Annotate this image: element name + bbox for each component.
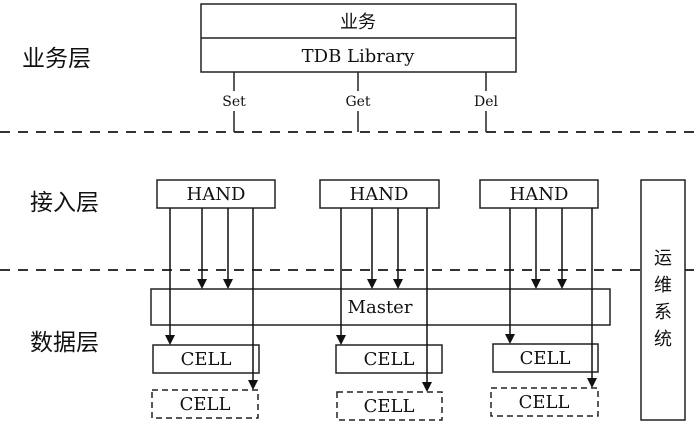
- cell-box-2: [335, 344, 443, 374]
- ops-system-char-3: 系: [654, 302, 672, 323]
- op-get-label: Get: [345, 94, 370, 110]
- hand-box-3: [479, 179, 599, 209]
- ops-system-char-2: 维: [654, 275, 672, 296]
- replica-cell-label-3: CELL: [519, 392, 570, 413]
- hand-box-2: [319, 179, 440, 209]
- replica-cell-label-2: CELL: [364, 396, 415, 417]
- hand-label-1: HAND: [187, 184, 246, 205]
- master-label: Master: [348, 297, 413, 318]
- replica-cell-label-1: CELL: [180, 394, 231, 415]
- hand-label-3: HAND: [510, 184, 569, 205]
- cell-box-1: [152, 344, 260, 374]
- replica-cell-box-3: [490, 387, 599, 417]
- master-box: [150, 288, 611, 326]
- business-title: 业务: [340, 12, 376, 33]
- cell-box-3: [492, 343, 599, 373]
- cell-label-2: CELL: [364, 349, 415, 370]
- layer-label-access: 接入层: [30, 190, 99, 216]
- layer-label-business: 业务层: [22, 46, 91, 72]
- ops-system-char-4: 统: [654, 329, 672, 350]
- replica-cell-box-2: [336, 391, 443, 421]
- op-set-label: Set: [222, 94, 246, 110]
- cell-label-1: CELL: [181, 349, 232, 370]
- hand-label-2: HAND: [350, 184, 409, 205]
- cell-label-3: CELL: [520, 348, 571, 369]
- ops-system-char-1: 运: [654, 248, 672, 269]
- tdb-library-label: TDB Library: [302, 46, 416, 67]
- layer-label-data: 数据层: [30, 330, 99, 356]
- replica-cell-box-1: [151, 389, 259, 419]
- hand-box-1: [156, 179, 276, 209]
- op-del-label: Del: [474, 94, 499, 110]
- ops-system-box: [640, 179, 686, 421]
